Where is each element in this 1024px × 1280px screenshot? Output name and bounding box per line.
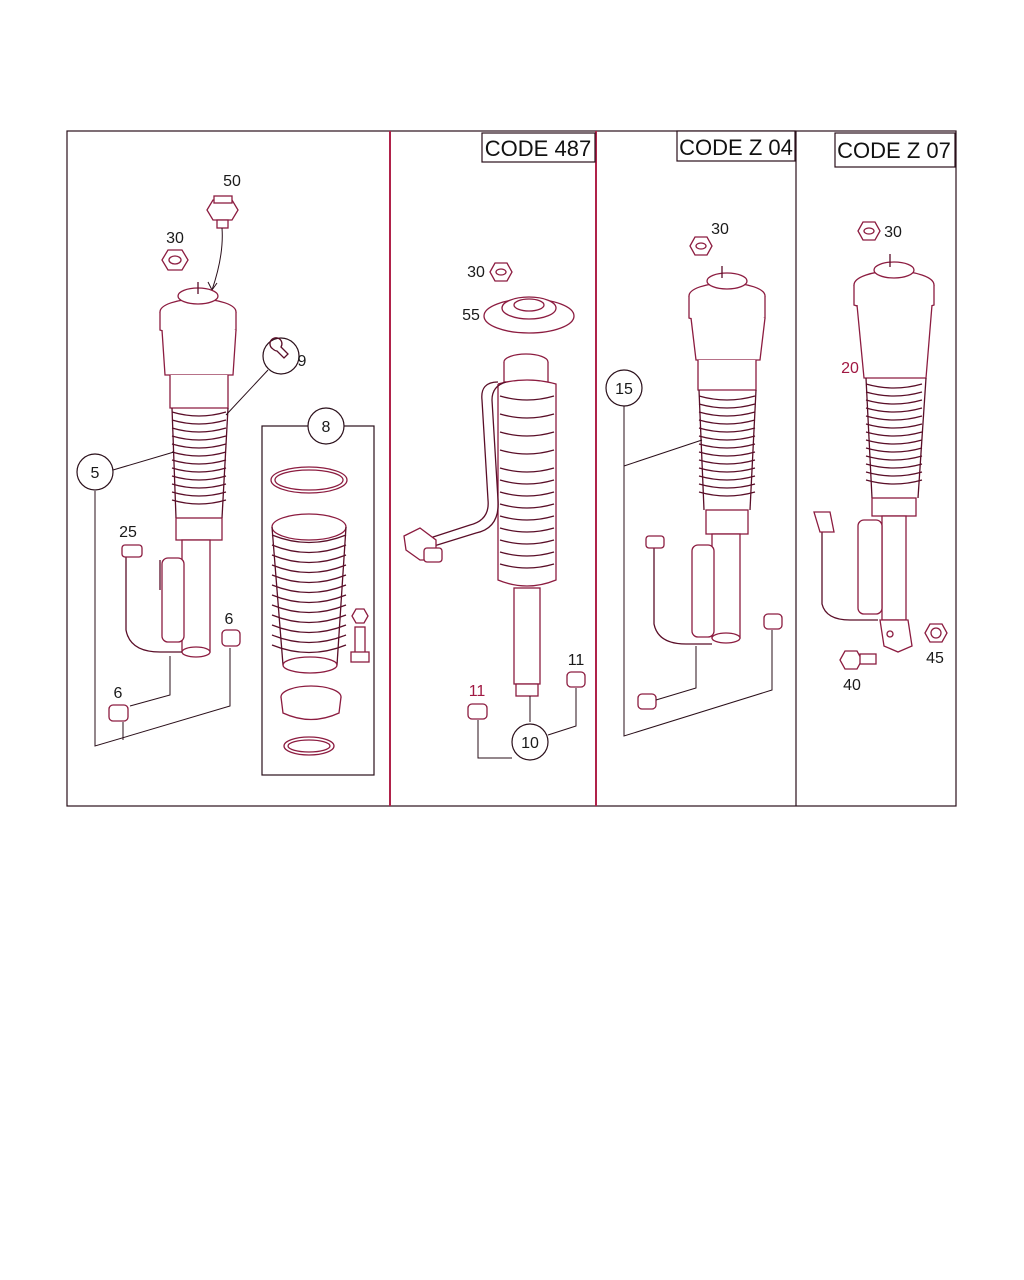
part-10-strut <box>403 353 557 697</box>
leader-10-left <box>477 720 512 759</box>
callout-5-bubble <box>76 453 114 491</box>
label-50: 50 <box>223 173 241 190</box>
callout-10-bubble <box>511 723 549 761</box>
part-6-grommet-left <box>108 704 129 722</box>
part-15-grommet-left <box>637 693 657 710</box>
part-55-mount <box>483 296 575 334</box>
part-5-air-strut <box>121 282 237 658</box>
label-8: 8 <box>322 419 331 436</box>
part-30-nut-p3 <box>689 236 713 256</box>
label-6-right: 6 <box>225 611 234 628</box>
leader-5-bracket <box>94 491 231 747</box>
callout-15-bubble <box>605 369 643 407</box>
part-15-air-strut <box>645 266 766 645</box>
panel-1: 50 30 9 5 8 25 6 6 <box>76 173 375 776</box>
panel-2: 30 55 11 11 10 <box>403 262 586 761</box>
leader-10-right <box>547 688 577 736</box>
label-5: 5 <box>91 465 100 482</box>
part-50-valve <box>206 195 239 291</box>
panel-4: 30 20 40 45 <box>813 221 948 694</box>
code-box-z07: CODE Z 07 <box>834 132 956 168</box>
label-11-right: 11 <box>568 652 585 669</box>
code-487-label: CODE 487 <box>485 136 591 161</box>
label-25: 25 <box>119 524 137 541</box>
label-15: 15 <box>615 381 633 398</box>
code-z04-label: CODE Z 04 <box>679 135 793 160</box>
label-11-left: 11 <box>469 683 486 700</box>
label-20: 20 <box>841 360 859 377</box>
panel-3: 30 15 <box>605 221 783 737</box>
code-z07-label: CODE Z 07 <box>837 138 951 163</box>
label-30-p3: 30 <box>711 221 729 238</box>
part-45-nut <box>924 623 948 643</box>
wrench-9-icon <box>225 337 300 416</box>
code-box-487: CODE 487 <box>481 132 596 163</box>
leader-15-link <box>655 646 697 701</box>
leader-5 <box>112 451 175 471</box>
part-20-air-strut <box>813 254 935 653</box>
leader-6-link <box>129 656 171 707</box>
label-45: 45 <box>926 650 944 667</box>
part-30-nut-p4 <box>857 221 881 241</box>
part-6-grommet-right <box>221 629 241 647</box>
part-30-nut <box>161 249 189 271</box>
label-6-left: 6 <box>114 685 123 702</box>
part-11-grommet-right <box>566 671 586 688</box>
part-40-bolt <box>839 650 877 670</box>
part-30-nut-p2 <box>489 262 513 282</box>
code-box-z04: CODE Z 04 <box>676 130 796 162</box>
label-40: 40 <box>843 677 861 694</box>
part-8-kit <box>270 466 370 756</box>
leader-15-to-strut <box>623 439 703 467</box>
leader-15 <box>623 406 773 737</box>
part-11-grommet-left <box>467 703 488 720</box>
label-10: 10 <box>521 735 539 752</box>
part-15-grommet-right <box>763 613 783 630</box>
label-30-p4: 30 <box>884 224 902 241</box>
callout-8-bubble <box>307 407 345 445</box>
label-9: 9 <box>298 353 307 370</box>
label-55: 55 <box>462 307 480 324</box>
diagram-frame <box>66 130 957 807</box>
label-30-p2: 30 <box>467 264 485 281</box>
label-30: 30 <box>166 230 184 247</box>
